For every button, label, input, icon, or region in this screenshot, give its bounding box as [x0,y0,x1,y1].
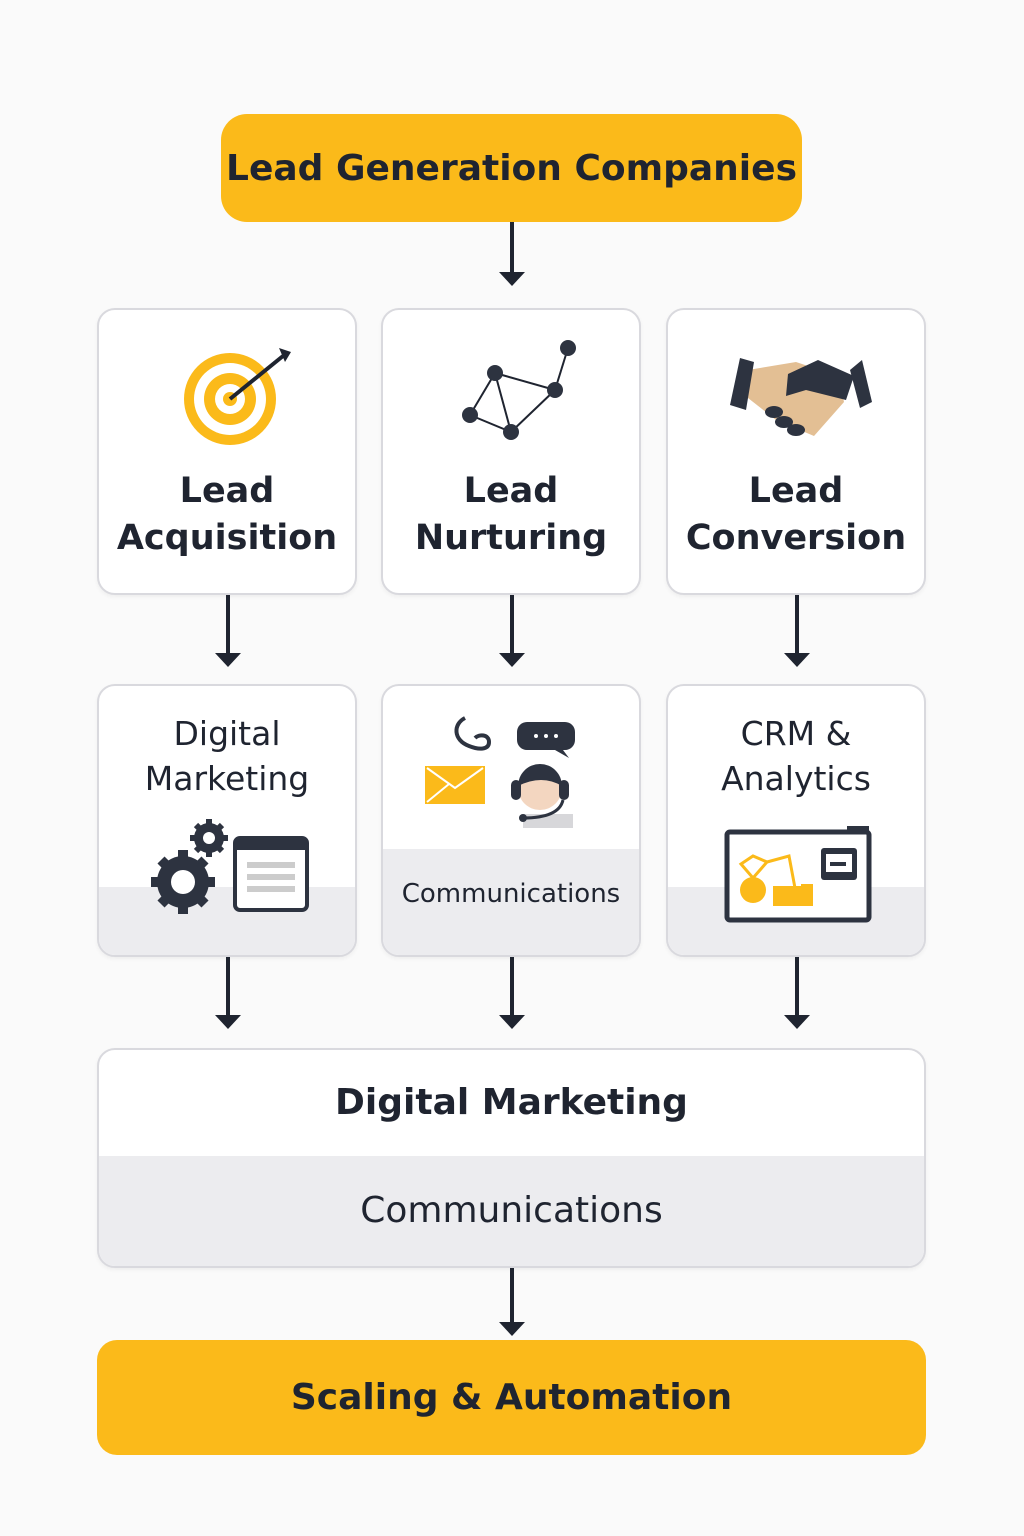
arrow [499,1268,525,1336]
network-icon [462,340,576,440]
tool-card-communications: Communications [381,684,641,957]
arrow [499,957,525,1029]
stage-card-conversion: Lead Conversion [666,308,926,595]
arrow [784,957,810,1029]
header-title: Lead Generation Companies [226,147,797,189]
footer-box: Scaling & Automation [97,1340,926,1455]
stage-card-nurturing: Lead Nurturing [381,308,641,595]
stage-line2: Nurturing [414,518,608,558]
card-band [99,887,355,955]
arrow [215,957,241,1029]
combined-top: Digital Marketing [335,1082,688,1123]
tool-card-crm-analytics: CRM & Analytics [666,684,926,957]
tool-line2: Analytics [721,759,871,798]
tool-line1: CRM & [740,714,852,753]
card-band [99,1156,924,1266]
stage-line2: Conversion [685,518,907,558]
dashboard-icon [724,826,872,923]
gears-browser-icon [151,819,309,914]
arrow [784,595,810,667]
stage-line1: Lead [463,471,559,511]
tool-line2: Marketing [144,759,310,798]
stage-card-acquisition: Lead Acquisition [97,308,357,595]
combined-box: Digital Marketing Communications [97,1048,926,1268]
target-icon [184,348,291,445]
stage-line1: Lead [748,471,844,511]
card-band [383,849,639,955]
arrow [215,595,241,667]
communications-icon [425,716,575,828]
stage-line1: Lead [179,471,275,511]
combined-bottom: Communications [360,1190,663,1231]
arrow [499,222,525,286]
header-box: Lead Generation Companies [221,114,802,222]
arrow [499,595,525,667]
footer-title: Scaling & Automation [290,1377,733,1418]
stage-line2: Acquisition [116,518,338,558]
tool-card-digital-marketing: Digital Marketing [97,684,357,957]
handshake-icon [730,358,872,436]
tool-label: Communications [401,879,621,909]
tool-line1: Digital [173,714,281,753]
